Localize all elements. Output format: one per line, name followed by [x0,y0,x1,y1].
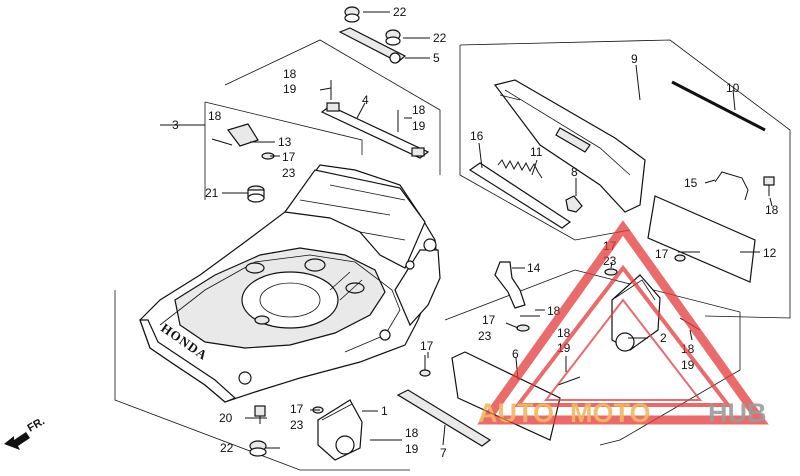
label-7: 7 [440,446,447,460]
label-22: 22 [393,5,407,19]
washer-mid [516,324,530,332]
part-labels: 22 22 5 9 10 18 19 4 18 19 3 18 13 17 23… [172,5,779,460]
label-17: 17 [290,402,304,416]
wheel-bracket [494,261,526,309]
label-18: 18 [405,426,419,440]
label-22: 22 [220,441,234,455]
label-19: 19 [412,119,426,133]
label-18: 18 [765,203,779,217]
label-17: 17 [282,150,296,164]
slide-rail [396,389,492,447]
label-9: 9 [631,52,638,66]
label-8: 8 [571,165,578,179]
label-22: 22 [433,31,447,45]
label-18: 18 [283,67,297,81]
grass-bag-frame [493,79,646,213]
handle-loop [714,171,749,201]
label-1: 1 [381,404,388,418]
label-15: 15 [684,176,698,190]
label-23: 23 [478,329,492,343]
hinge-bar [320,102,430,159]
top-bracket [338,27,407,64]
label-10: 10 [726,81,740,95]
clip-part [565,195,583,213]
nut-top [344,6,360,23]
label-23: 23 [282,166,296,180]
watermark-text-auto: AUTO [478,398,554,428]
label-5: 5 [433,51,440,65]
label-18: 18 [208,109,222,123]
automotohub-watermark: AUTO MOTO HUB [477,220,769,428]
hinge-shaft [468,162,572,229]
label-17: 17 [420,339,434,353]
label-13: 13 [278,135,292,149]
group-outlines [114,39,791,471]
washer-right [604,268,618,276]
bushing [247,185,265,203]
watermark-text-hub: HUB [708,398,767,428]
bolt-right [763,176,775,196]
rear-guard-plate [647,195,756,283]
label-17: 17 [482,313,496,327]
height-adjuster-left [317,399,363,461]
rear-rod [671,80,766,132]
label-4: 4 [362,93,369,107]
label-19: 19 [681,358,695,372]
washer-plate [674,254,686,262]
label-11: 11 [530,145,543,159]
label-16: 16 [470,129,484,143]
label-17: 17 [655,247,669,261]
label-3: 3 [172,118,179,132]
watermark-text-moto: MOTO [570,398,651,428]
torsion-spring [497,159,543,179]
label-19: 19 [283,82,297,96]
label-18: 18 [557,326,571,340]
nut-20 [254,405,266,424]
nut-mid [419,355,431,377]
label-14: 14 [527,261,541,275]
label-20: 20 [219,411,233,425]
nut-bottom [249,440,267,457]
label-19: 19 [405,442,419,456]
label-18: 18 [412,103,426,117]
label-21: 21 [205,186,219,200]
mower-deck [139,164,441,403]
pin-lower [557,376,581,386]
leader-lines [160,11,773,449]
left-bracket [211,123,259,147]
direction-label: FR. [26,415,47,434]
label-12: 12 [763,246,777,260]
front-direction-arrow: FR. [4,415,47,450]
label-6: 6 [512,347,519,361]
nut-top-second [385,29,401,46]
label-23: 23 [290,418,304,432]
label-2: 2 [660,331,667,345]
